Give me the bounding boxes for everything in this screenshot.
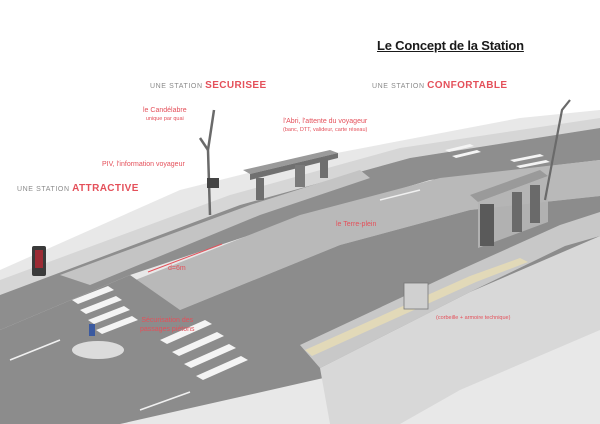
annotation-piv: PIV, l'information voyageur: [102, 161, 185, 168]
lane-markings: [9, 189, 421, 411]
caption-attractive-word: ATTRACTIVE: [72, 183, 139, 194]
annotation-abri: l'Abri, l'attente du voyageur (banc, DTT…: [283, 117, 367, 135]
distance-arrow: [147, 243, 223, 273]
caption-securisee-word: SECURISEE: [205, 80, 267, 91]
annotation-securisation-line2: passages piétons: [140, 326, 195, 333]
annotation-abri-main: l'Abri, l'attente du voyageur: [283, 118, 368, 125]
left-sidewalk: [0, 118, 600, 295]
caption-securisee-prefix: UNE STATION: [150, 83, 206, 90]
caption-confortable-prefix: UNE STATION: [372, 83, 428, 90]
caption-attractive-prefix: UNE STATION: [17, 186, 73, 193]
bollard-sign: [89, 324, 95, 336]
annotation-securisation: Sécurisation des passages piétons: [140, 316, 194, 334]
upper-road: [0, 128, 600, 330]
annotation-terre-plein: le Terre-plein: [336, 221, 377, 228]
annotation-candelabre-main: le Candélabre: [143, 107, 187, 114]
piv-panel: [207, 178, 219, 188]
page-title: Le Concept de la Station: [377, 38, 524, 53]
annotation-corbeille: (corbeille + armoire technique): [436, 315, 511, 321]
annotation-securisation-line1: Sécurisation des: [141, 317, 194, 324]
crosswalk-bottom: [160, 320, 248, 380]
annotation-candelabre-sub: unique par quai: [145, 116, 184, 122]
lamp-post-right: [543, 99, 571, 201]
front-sidewalk: [320, 236, 600, 424]
caption-attractive: UNE STATION ATTRACTIVE: [17, 183, 139, 194]
lamp-post-left: [198, 109, 216, 216]
lower-road: [0, 196, 600, 424]
left-platform: [60, 170, 370, 285]
annotation-abri-sub: (banc, DTT, valideur, carte réseau): [283, 127, 368, 133]
left-shelter: [243, 150, 338, 200]
right-shelter: [470, 170, 548, 248]
technical-cabinet: [403, 282, 429, 310]
caption-confortable-word: CONFORTABLE: [427, 80, 508, 91]
annotation-candelabre: le Candélabre unique par quai: [143, 106, 187, 124]
annotation-distance: d=6m: [168, 265, 186, 272]
caption-confortable: UNE STATION CONFORTABLE: [372, 80, 508, 91]
crosswalk-left: [72, 286, 138, 334]
refuge-island: [72, 341, 124, 359]
crosswalk-far: [445, 144, 550, 168]
caption-securisee: UNE STATION SECURISEE: [150, 80, 267, 91]
